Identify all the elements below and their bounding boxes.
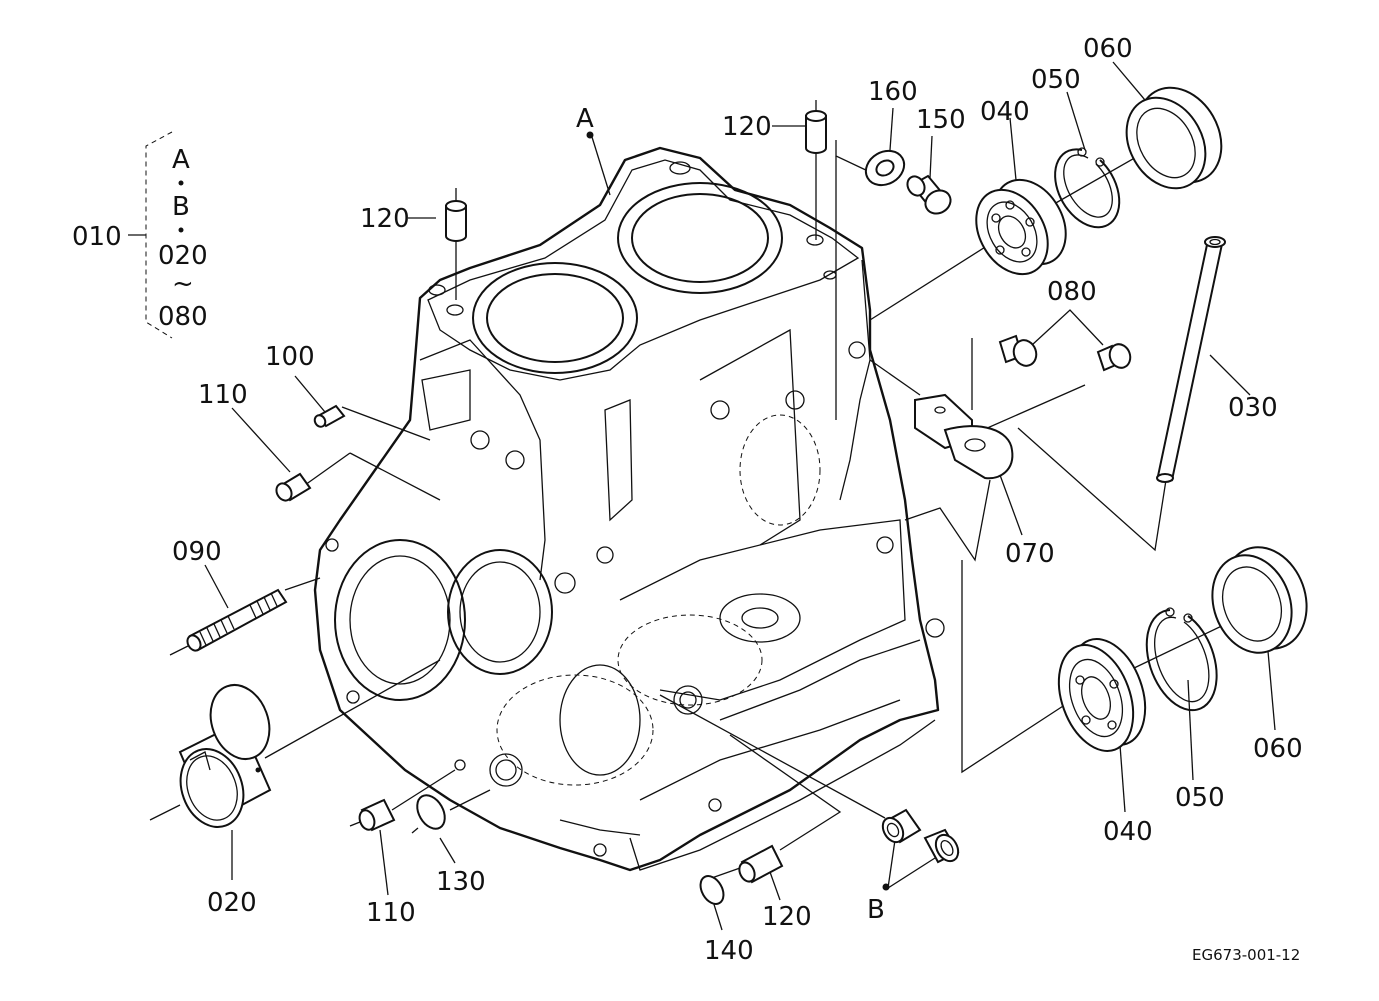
label-060-top: 060 (1083, 34, 1133, 64)
group-item-080: 080 (158, 302, 208, 332)
pin-100 (313, 404, 346, 428)
label-050-bottom: 050 (1175, 783, 1225, 813)
label-150: 150 (916, 105, 966, 135)
label-040-top: 040 (980, 97, 1030, 127)
tube-030 (1156, 236, 1226, 483)
pin-110-bottom (358, 798, 396, 832)
oil-seal-060-top (1125, 86, 1223, 190)
ball-bearing-040-top (975, 178, 1067, 276)
label-070: 070 (1005, 539, 1055, 569)
label-a: A (576, 104, 594, 134)
bolt-080-right (1096, 343, 1132, 372)
label-120-bottom: 120 (762, 902, 812, 932)
plug-150 (906, 174, 952, 215)
label-040-bottom: 040 (1103, 817, 1153, 847)
label-020: 020 (207, 888, 257, 918)
label-110-bottom: 110 (366, 898, 416, 928)
callout-labels: A B 120 120 160 150 040 050 060 080 030 … (172, 34, 1303, 966)
label-120-top: 120 (722, 112, 772, 142)
group-item-a: A (172, 145, 190, 175)
drawing-code: EG673-001-12 (1192, 946, 1300, 964)
washer-160 (864, 149, 906, 187)
o-ring-140 (699, 875, 725, 905)
pin-110-top (275, 472, 312, 502)
label-100: 100 (265, 342, 315, 372)
label-120-left: 120 (360, 204, 410, 234)
bracket-070 (914, 393, 1014, 480)
group-item-b: B (172, 192, 190, 222)
oil-seal-060-bottom (1211, 546, 1308, 654)
snap-ring-050-top (1054, 147, 1121, 229)
label-030: 030 (1228, 393, 1278, 423)
dowel-pin-120-bottom (738, 844, 784, 884)
assembly-group-bracket: A B 020 ~ 080 010 (72, 131, 208, 339)
label-010: 010 (72, 222, 122, 252)
bolt-080-left (998, 334, 1038, 367)
label-160: 160 (868, 77, 918, 107)
label-b: B (867, 895, 885, 925)
label-050-top: 050 (1031, 65, 1081, 95)
bushing-020 (178, 684, 272, 828)
group-item-020: 020 (158, 241, 208, 271)
dowel-pin-120-left (445, 200, 467, 242)
label-130: 130 (436, 867, 486, 897)
label-110-top: 110 (198, 380, 248, 410)
label-060-bottom: 060 (1253, 734, 1303, 764)
label-090: 090 (172, 537, 222, 567)
dowel-pin-120-top (805, 110, 827, 154)
snap-ring-050-bottom (1145, 607, 1218, 712)
stud-090 (186, 588, 288, 652)
ball-bearing-040-bottom (1057, 638, 1147, 752)
label-080: 080 (1047, 277, 1097, 307)
bushing-b-rear (923, 828, 960, 864)
bushing-b-front (881, 808, 922, 844)
label-140: 140 (704, 936, 754, 966)
group-item-range: ~ (172, 269, 194, 299)
crankcase-body (313, 146, 945, 872)
o-ring-130 (416, 794, 446, 830)
